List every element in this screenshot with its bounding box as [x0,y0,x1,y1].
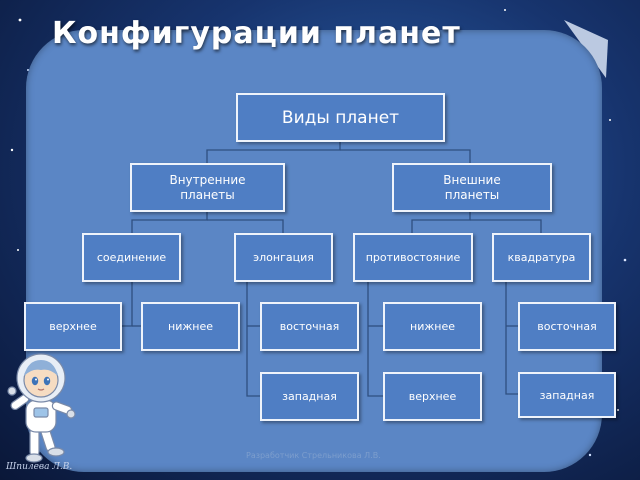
node-quadrature-eastern: восточная [518,302,616,351]
node-opposition-inferior: нижнее [383,302,482,351]
node-elongation-eastern: восточная [260,302,359,351]
node-conjunction-superior: верхнее [24,302,122,351]
author-signature: Шпилева Л.В. [6,462,73,472]
node-opposition: противостояние [353,233,473,282]
footer-credit: Разработчик Стрельникова Л.В. [246,451,381,460]
node-conjunction-inferior: нижнее [141,302,240,351]
node-elongation-western: западная [260,372,359,421]
node-inner-planets: Внутренние планеты [130,163,285,212]
astronaut-illustration [7,353,76,463]
node-opposition-superior: верхнее [383,372,482,421]
page-title: Конфигурации планет [52,16,461,51]
node-quadrature: квадратура [492,233,591,282]
node-conjunction: соединение [82,233,181,282]
node-root: Виды планет [236,93,445,142]
node-outer-planets: Внешние планеты [392,163,552,212]
node-quadrature-western: западная [518,372,616,418]
node-elongation: элонгация [234,233,333,282]
